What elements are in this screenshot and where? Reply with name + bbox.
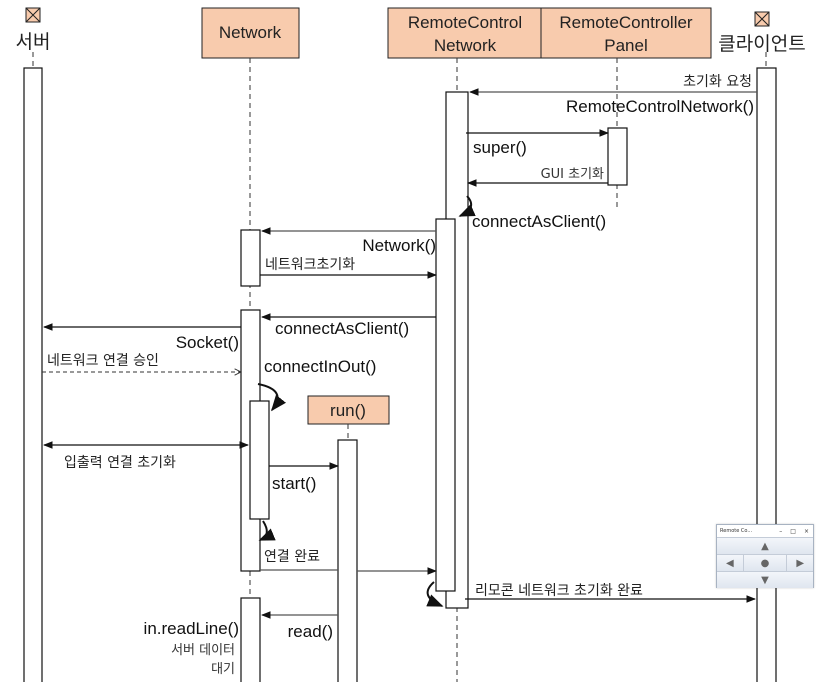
mini-row-middle: ◀ ● ▶: [717, 554, 814, 571]
message-connect-as-client-2: connectAsClient(): [275, 319, 409, 338]
message-connect-as-client-1: connectAsClient(): [472, 212, 606, 231]
participant-network-box: [201, 7, 300, 59]
actor-server: 서버: [16, 7, 51, 53]
actor-client-cross: [754, 11, 770, 27]
actor-client-label: 클라이언트: [718, 33, 805, 55]
minimize-icon: –: [779, 527, 783, 535]
activation-panel: [607, 127, 628, 186]
participant-rcn-box: [387, 7, 542, 59]
message-read: read(): [288, 622, 333, 641]
mini-row-up: ▲: [717, 537, 813, 554]
self-return-arrow: [258, 520, 276, 541]
participant-panel-box: [540, 7, 712, 59]
close-icon: ×: [803, 527, 809, 535]
message-io-init: 입출력 연결 초기화: [64, 455, 176, 471]
mini-row-down: ▼: [717, 571, 813, 588]
participant-remote-controller-panel: RemoteController Panel: [540, 7, 712, 59]
message-connect-done: 연결 완료: [264, 549, 320, 565]
participant-remote-control-network: RemoteControl Network: [387, 7, 542, 59]
maximize-icon: □: [790, 527, 796, 535]
message-socket: Socket(): [176, 333, 239, 352]
message-wait-line1: 서버 데이터: [171, 643, 235, 658]
message-start: start(): [272, 474, 316, 493]
participant-rcn-line1: RemoteControl: [408, 13, 522, 32]
message-super: super(): [473, 138, 527, 157]
left-arrow-icon: ◀: [725, 557, 734, 569]
participant-panel-line1: RemoteController: [559, 13, 693, 32]
message-read-line: in.readLine(): [144, 619, 239, 638]
message-network-accept: 네트워크 연결 승인: [47, 353, 159, 369]
center-dot-icon: ●: [760, 557, 770, 569]
activation-rcn-connect: [435, 218, 456, 592]
participant-panel-line2: Panel: [604, 36, 647, 55]
activation-network-ctor: [240, 229, 261, 287]
down-arrow-icon: ▼: [761, 574, 769, 586]
remote-control-window-preview: Remote Co... – □ × ▲ ◀ ● ▶ ▼: [716, 524, 814, 588]
actor-client: 클라이언트: [718, 11, 806, 55]
participant-network-label: Network: [219, 23, 282, 42]
actor-server-label: 서버: [16, 31, 51, 53]
up-arrow-button: ▲: [717, 538, 813, 554]
self-call-connect-as-client-arrow: [458, 195, 476, 217]
down-arrow-button: ▼: [717, 572, 813, 588]
right-arrow-button: ▶: [787, 555, 814, 571]
right-arrow-icon: ▶: [796, 557, 805, 569]
activation-network-inout: [249, 400, 270, 520]
message-network-init: 네트워크초기화: [265, 257, 355, 273]
left-arrow-button: ◀: [717, 555, 744, 571]
self-call-rcn-return-arrow: [426, 581, 444, 607]
message-connect-in-out: connectInOut(): [264, 357, 376, 376]
message-rcn-ctor: RemoteControlNetwork(): [566, 97, 754, 116]
activation-server: [23, 67, 43, 682]
participant-run-label: run(): [330, 401, 366, 420]
self-call-connect-in-out-arrow: [257, 383, 286, 412]
message-gui-init: GUI 초기화: [541, 167, 604, 182]
activation-network-read: [240, 597, 261, 682]
up-arrow-icon: ▲: [761, 540, 769, 552]
activation-run: [337, 439, 358, 682]
participant-run-box: [307, 395, 390, 425]
participant-network: Network: [201, 7, 300, 59]
mini-window-titlebar: Remote Co... – □ ×: [717, 525, 813, 537]
mini-window-title: Remote Co...: [720, 528, 753, 534]
message-remote-init-done: 리모콘 네트워크 초기화 완료: [475, 583, 643, 599]
message-init-request: 초기화 요청: [683, 74, 752, 90]
participant-run: run(): [307, 395, 390, 425]
message-network-ctor: Network(): [362, 236, 436, 255]
message-wait-line2: 대기: [211, 662, 235, 677]
activation-client: [756, 67, 777, 682]
participant-rcn-line2: Network: [434, 36, 497, 55]
center-button: ●: [743, 555, 788, 571]
actor-server-cross: [25, 7, 41, 23]
